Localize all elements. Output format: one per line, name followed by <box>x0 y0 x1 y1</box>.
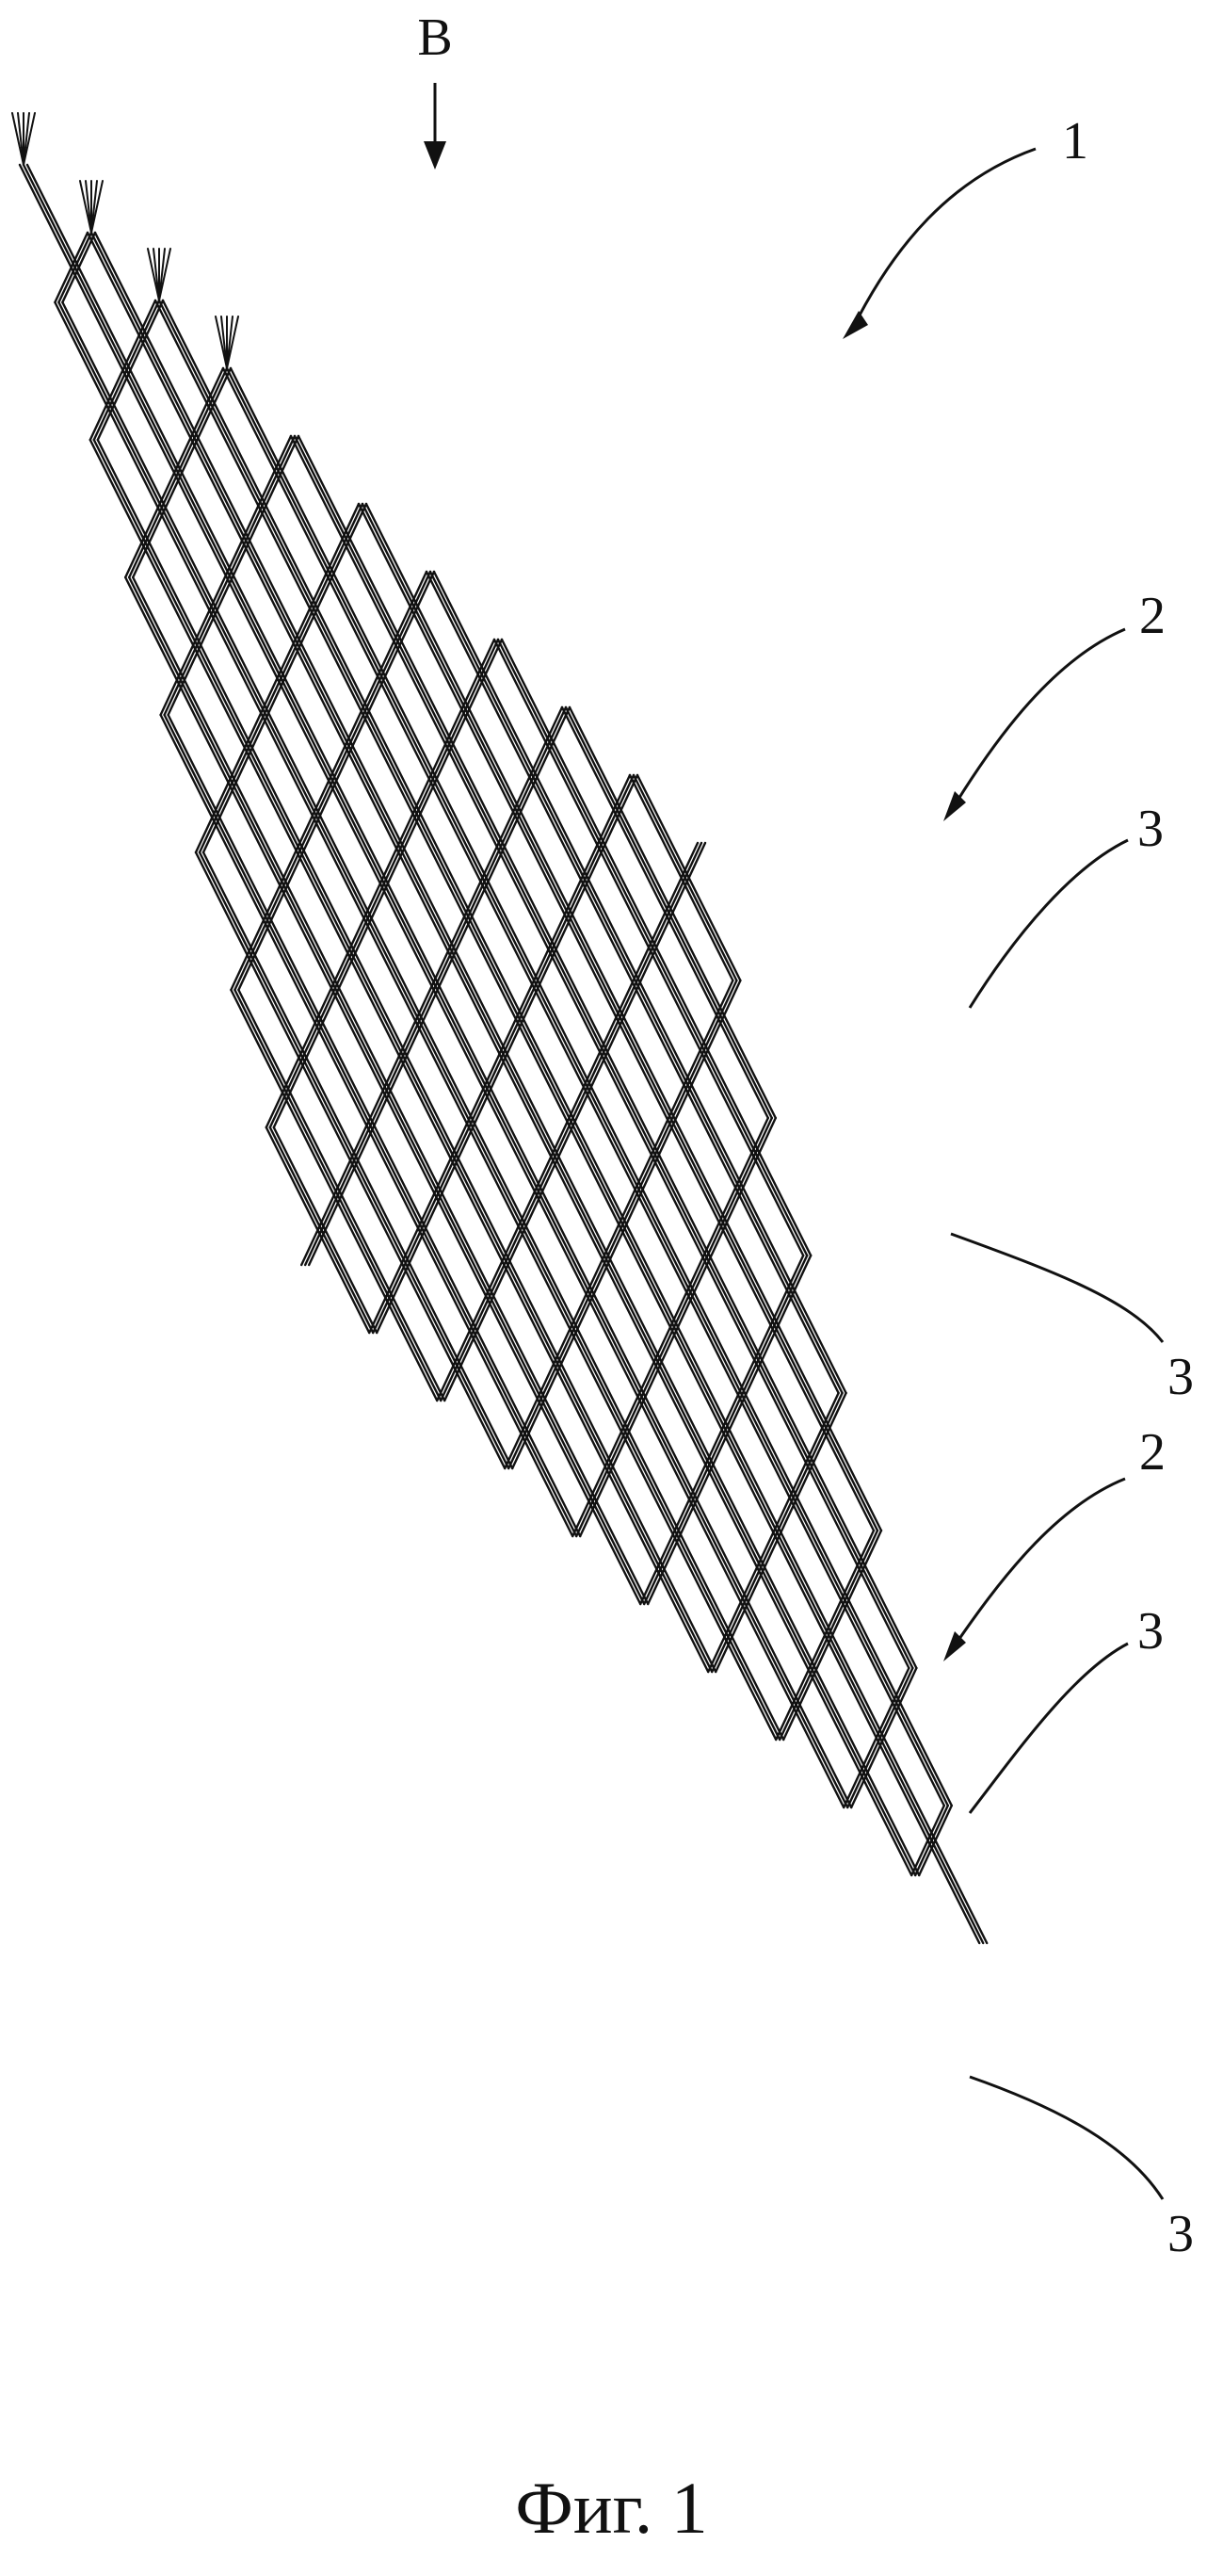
ref-numeral-3-a: 3 <box>1137 800 1164 858</box>
leader-line-3-b <box>951 1234 1163 1342</box>
braided-mesh <box>20 165 987 1943</box>
ref-numeral-1: 1 <box>1062 112 1088 170</box>
strand-end-tufts <box>12 113 238 368</box>
leader-arrowhead-2-upper <box>943 791 966 821</box>
leader-arrow-2-lower <box>953 1479 1125 1648</box>
leader-line-3-d <box>970 2077 1163 2199</box>
ref-numeral-2-upper: 2 <box>1139 587 1166 645</box>
ref-numeral-3-b: 3 <box>1167 1348 1194 1406</box>
ref-numeral-3-d: 3 <box>1167 2205 1194 2263</box>
view-label-b: B <box>417 8 452 67</box>
view-arrow-head <box>424 141 446 170</box>
leader-arrow-2-upper <box>953 629 1125 808</box>
leader-line-3-c <box>970 1644 1128 1813</box>
figure-caption: Фиг. 1 <box>0 2466 1223 2551</box>
ref-numeral-3-c: 3 <box>1137 1602 1164 1661</box>
ref-numeral-2-lower: 2 <box>1139 1423 1166 1482</box>
leader-arrowhead-1 <box>843 311 868 339</box>
leader-arrow-1 <box>852 149 1036 330</box>
leader-line-3-a <box>970 840 1128 1008</box>
